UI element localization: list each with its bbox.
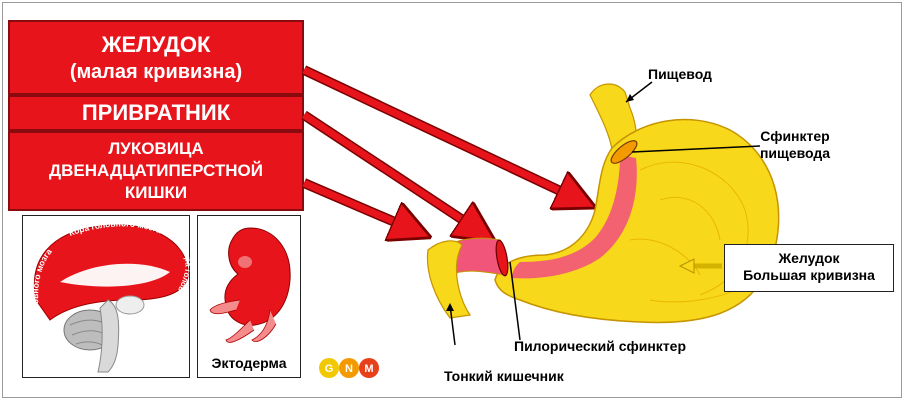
logo-letter-g: G	[325, 363, 334, 375]
greater-curvature-label: Желудок Большая кривизна	[724, 250, 894, 284]
logo-letter-n: N	[345, 363, 353, 375]
esophageal-sphincter-label: Сфинктер пищевода	[740, 128, 850, 162]
stomach-body	[495, 120, 779, 323]
greater-curvature-line2: Большая кривизна	[724, 267, 894, 284]
esophageal-sphincter-line2: пищевода	[740, 145, 850, 162]
brain-illustration: Кора головного мозга Кора головного мозг…	[0, 0, 192, 372]
gnm-logo: G N M	[319, 358, 379, 378]
logo-letter-m: M	[364, 363, 373, 375]
red-arrows	[304, 70, 590, 238]
esophagus-label: Пищевод	[648, 66, 728, 83]
ectoderm-label: Эктодерма	[197, 355, 301, 372]
pyloric-sphincter-label: Пилорический сфинктер	[514, 338, 744, 355]
embryo-illustration	[210, 228, 290, 342]
small-intestine-label: Тонкий кишечник	[444, 368, 614, 385]
esophageal-sphincter-line1: Сфинктер	[740, 128, 850, 145]
greater-curvature-line1: Желудок	[724, 250, 894, 267]
